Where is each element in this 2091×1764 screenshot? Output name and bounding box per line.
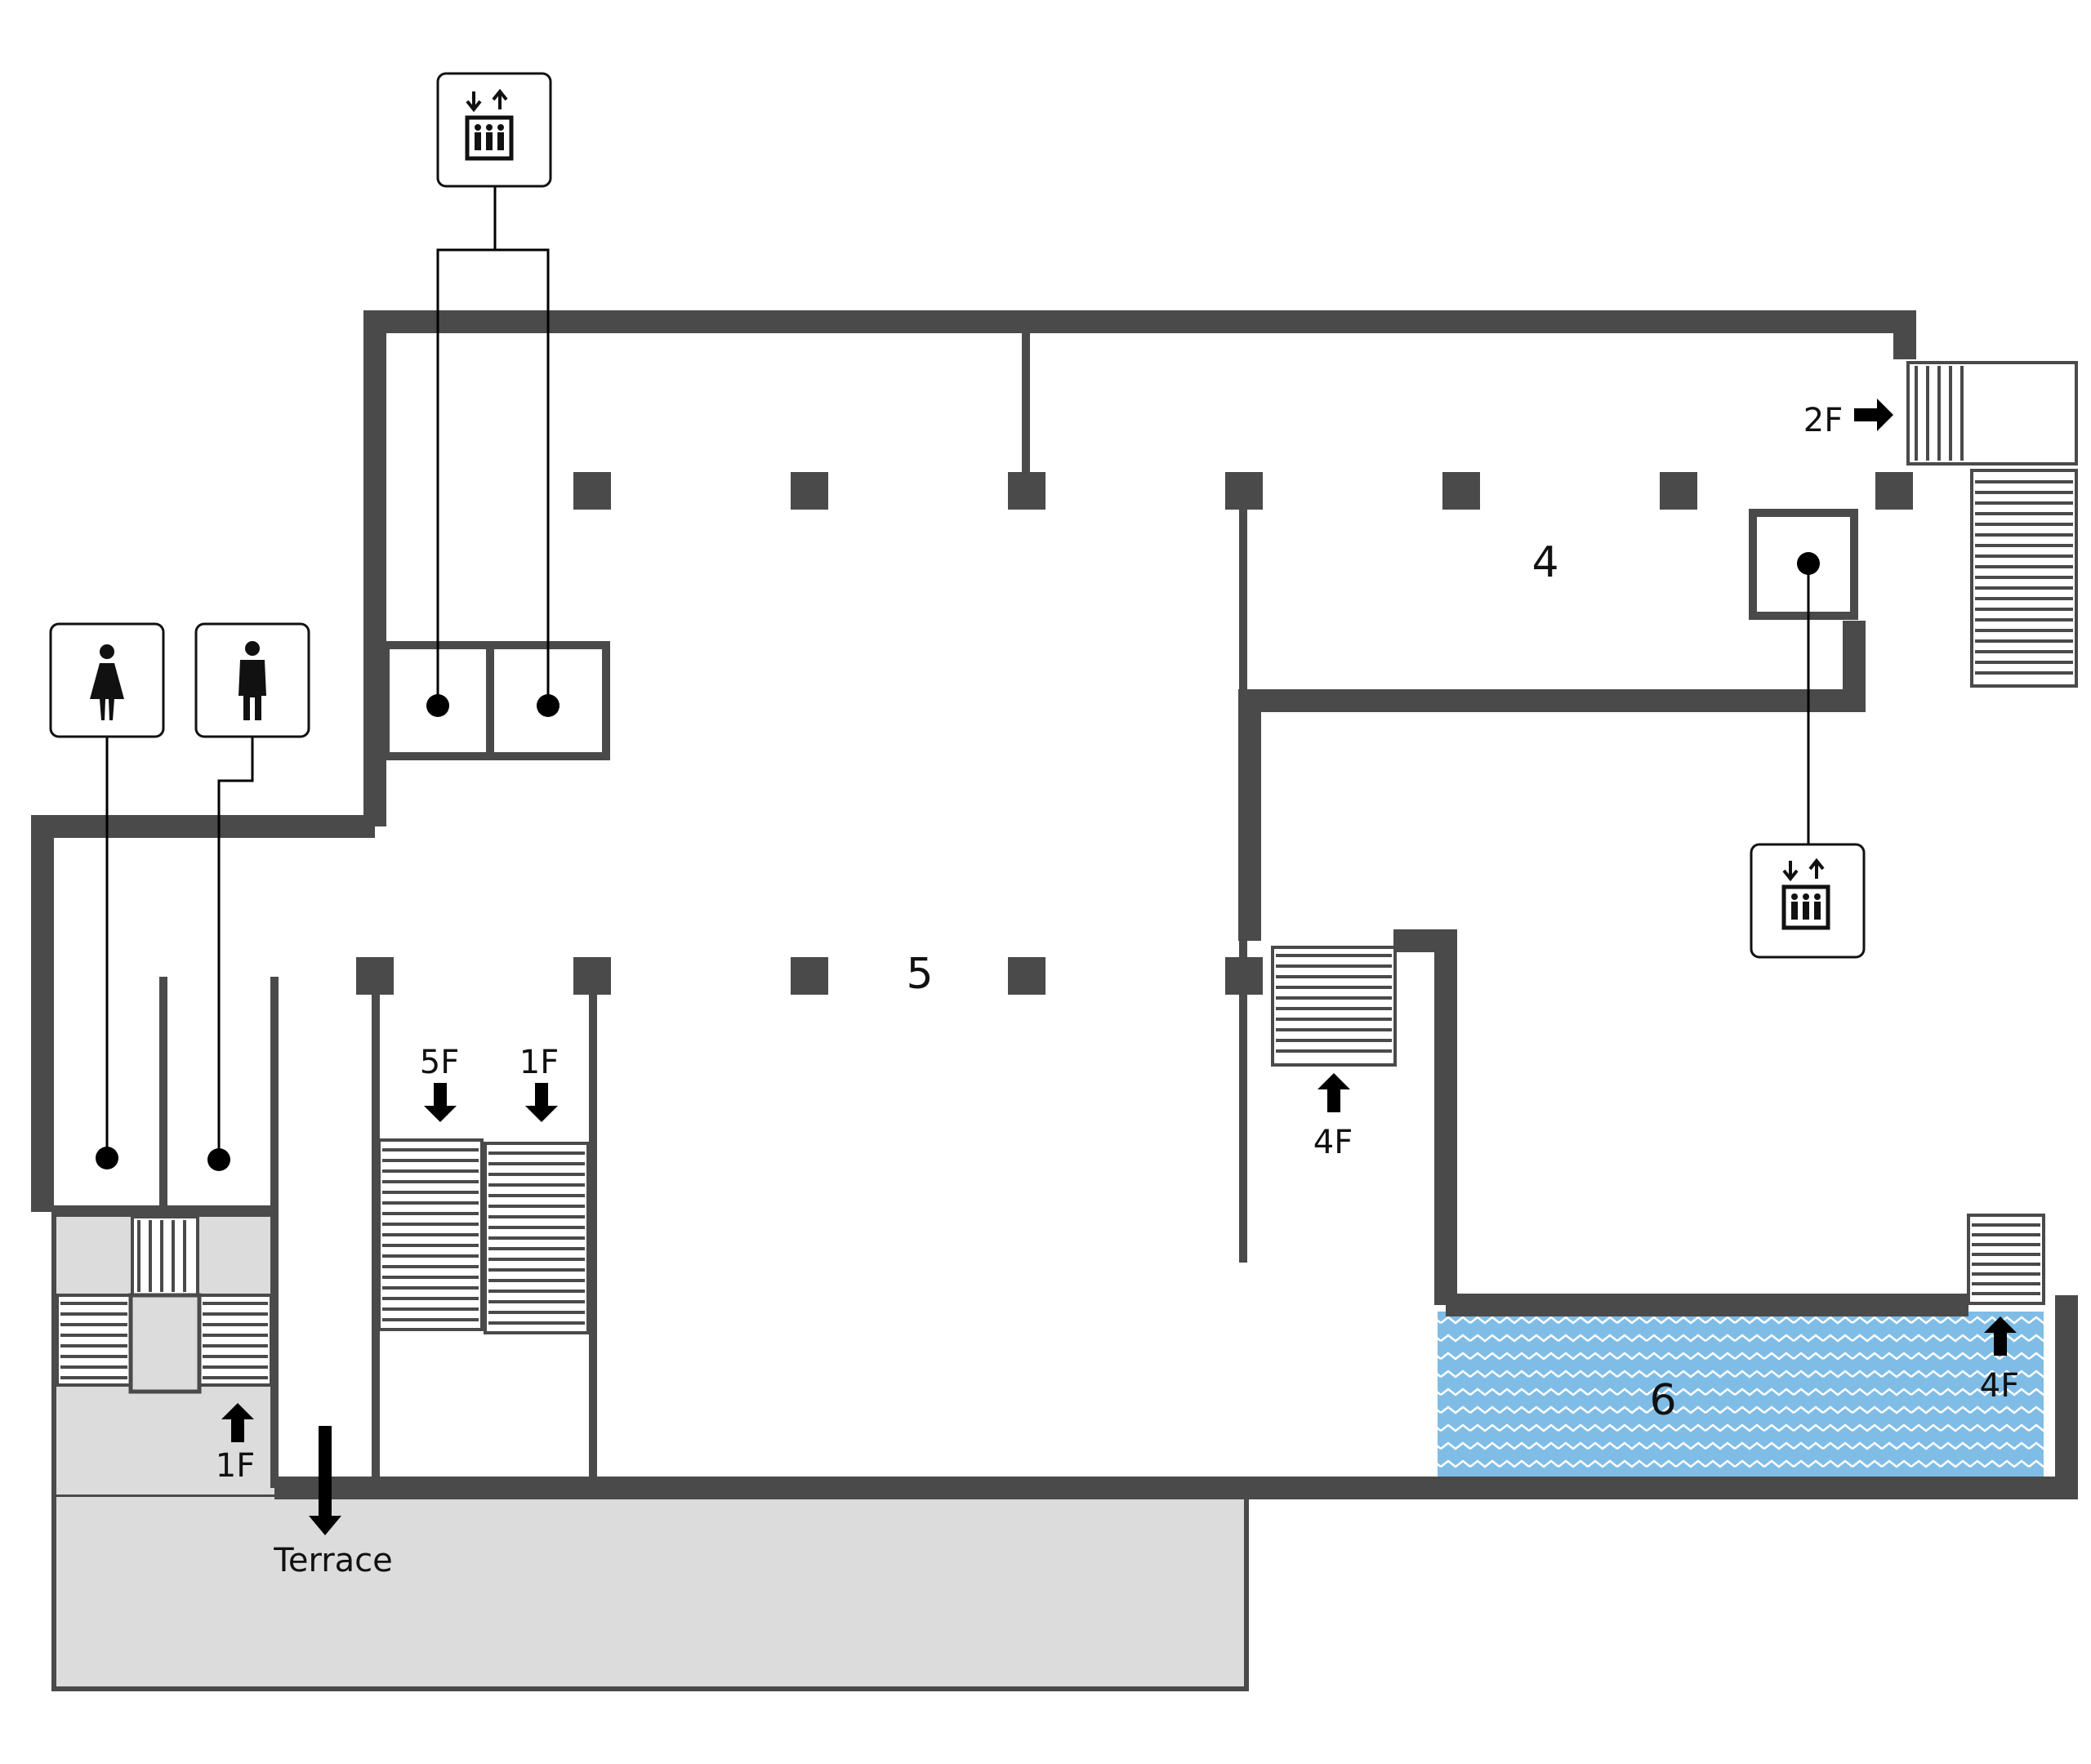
column [1442,472,1480,510]
column [1225,957,1263,995]
room-label-5: 5 [906,950,933,999]
marker-dot [96,1147,118,1169]
outer-wall-south [274,1295,2078,1499]
column [791,957,828,995]
stair-5f-1f [377,1138,590,1334]
column [356,957,394,995]
arrow-icon [525,1083,558,1122]
womens-restroom-icon [49,622,165,738]
arrow-icon [1854,399,1893,431]
wall-room6-west [1393,929,1457,1305]
stair-room6 [1967,1214,2045,1305]
marker-dot [426,694,449,717]
column [1008,957,1046,995]
stair-label-4f-center: 4F [1313,1124,1353,1161]
column [1660,472,1697,510]
outer-wall-west [31,815,375,1212]
stair-label-1f-up: 1F [216,1447,255,1485]
stair-southwest [56,1215,273,1394]
column [573,472,611,510]
wall-east-corridor [1238,621,1866,941]
arrow-icon [309,1426,341,1535]
outer-wall [363,310,1916,826]
room-label-6: 6 [1649,1376,1676,1425]
room-label-4: 4 [1531,538,1558,587]
stair-label-5f: 5F [420,1044,459,1081]
water-area [1438,1312,2044,1480]
elevator-icon [1750,843,1866,959]
stair-label-1f-down: 1F [519,1044,559,1081]
column [1875,472,1913,510]
column [1008,472,1046,510]
mens-restroom-icon [194,622,310,738]
terrace-area [51,1492,1249,1691]
terrace-label: Terrace [273,1542,393,1579]
arrow-icon [424,1083,457,1122]
column [573,957,611,995]
columns [356,472,1913,995]
restroom-wall [54,1205,274,1217]
stair-center [1271,946,1397,1067]
marker-dot [1797,552,1820,575]
stair-northeast [1906,361,2078,688]
marker-dot [207,1148,230,1171]
column [791,472,828,510]
stair-label-4f-right: 4F [1980,1367,2019,1405]
leader-lines [96,186,1820,1171]
column [1225,472,1263,510]
stair-label-2f: 2F [1803,402,1843,439]
arrow-icon [1317,1073,1350,1112]
elevator-icon [436,72,552,188]
marker-dot [537,694,560,717]
